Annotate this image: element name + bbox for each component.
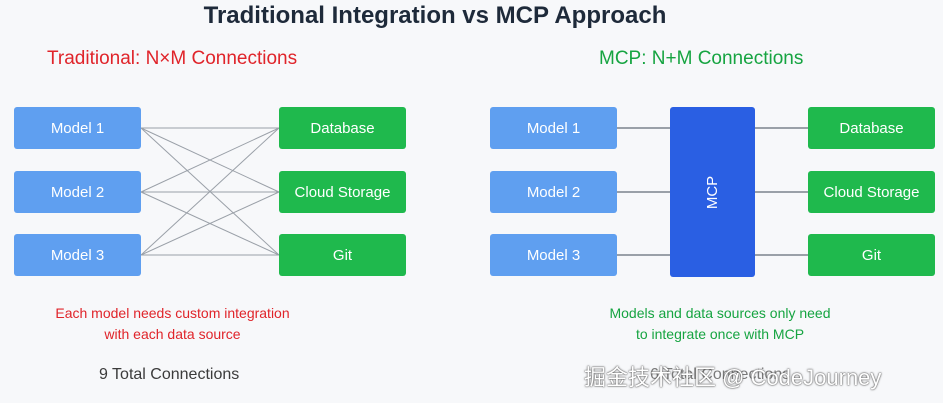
traditional-note-line-1: Each model needs custom integration xyxy=(55,305,290,321)
mcp-model-3: Model 3 xyxy=(490,234,617,276)
traditional-model-3: Model 3 xyxy=(14,234,141,276)
traditional-note: Each model needs custom integration with… xyxy=(0,303,345,345)
traditional-connections xyxy=(140,127,280,256)
connection-m2-s1 xyxy=(140,127,280,193)
traditional-subtitle: Traditional: N×M Connections xyxy=(47,48,298,69)
mcp-source-database: Database xyxy=(808,107,935,149)
traditional-model-2: Model 2 xyxy=(14,171,141,213)
mcp-note-line-2: to integrate once with MCP xyxy=(635,326,805,342)
mcp-connection-count: 6 Total Connections xyxy=(650,366,791,383)
traditional-source-cloud-storage: Cloud Storage xyxy=(279,171,406,213)
traditional-connection-count: 9 Total Connections xyxy=(99,366,240,383)
mcp-hub-label: MCP xyxy=(704,175,721,209)
traditional-note-line-2: with each data source xyxy=(104,326,241,342)
watermark: 掘金技术社区 @ CodeJourney xyxy=(584,365,882,390)
mcp-connections xyxy=(617,127,808,256)
mcp-subtitle: MCP: N+M Connections xyxy=(599,48,804,69)
mcp-hub: MCP xyxy=(670,107,755,277)
traditional-source-git: Git xyxy=(279,234,406,276)
traditional-model-1: Model 1 xyxy=(14,107,141,149)
mcp-source-git: Git xyxy=(808,234,935,276)
connection-m3-s2 xyxy=(140,191,280,256)
mcp-source-cloud-storage: Cloud Storage xyxy=(808,171,935,213)
mcp-model-2: Model 2 xyxy=(490,171,617,213)
page-title: Traditional Integration vs MCP Approach xyxy=(203,2,667,29)
traditional-source-database: Database xyxy=(279,107,406,149)
mcp-model-1: Model 1 xyxy=(490,107,617,149)
connection-m3-s1 xyxy=(140,127,280,256)
mcp-note-line-1: Models and data sources only need xyxy=(609,305,831,321)
mcp-note: Models and data sources only need to int… xyxy=(520,303,920,345)
